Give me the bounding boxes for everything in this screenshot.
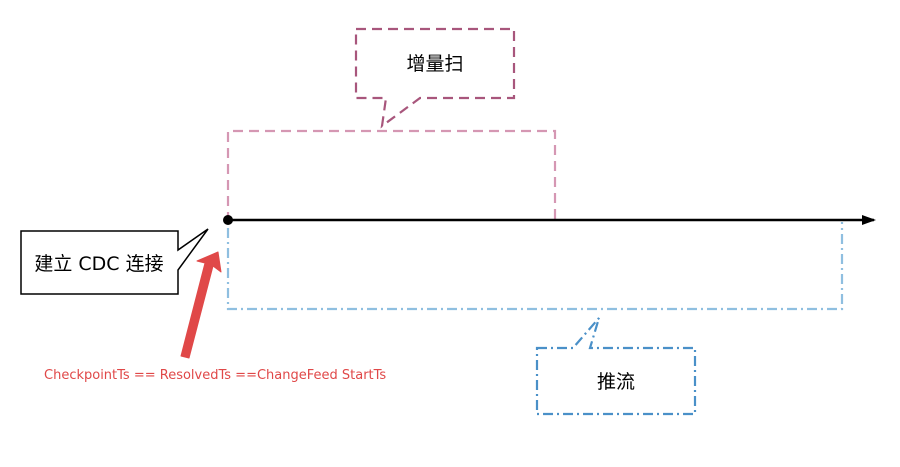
- start-point-red-arrow: [180, 251, 222, 359]
- establish-cdc-callout-shape: [20, 228, 209, 295]
- push-stream-range: [226, 222, 844, 311]
- incremental-scan-callout: 增量扫: [354, 27, 516, 129]
- establish-cdc-callout: 建立 CDC 连接: [20, 228, 209, 295]
- incremental-scan-label: 增量扫: [406, 53, 463, 75]
- timeline-start-point: [223, 215, 233, 225]
- checkpoint-annotation: CheckpointTs == ResolvedTs ==ChangeFeed …: [44, 368, 386, 383]
- incremental-scan-callout-shape: [354, 27, 516, 129]
- push-stream-label: 推流: [597, 371, 635, 393]
- push-stream-callout-shape: [535, 317, 697, 416]
- establish-cdc-label: 建立 CDC 连接: [34, 253, 163, 275]
- incremental-scan-range: [226, 129, 557, 222]
- push-stream-callout: 推流: [535, 317, 697, 416]
